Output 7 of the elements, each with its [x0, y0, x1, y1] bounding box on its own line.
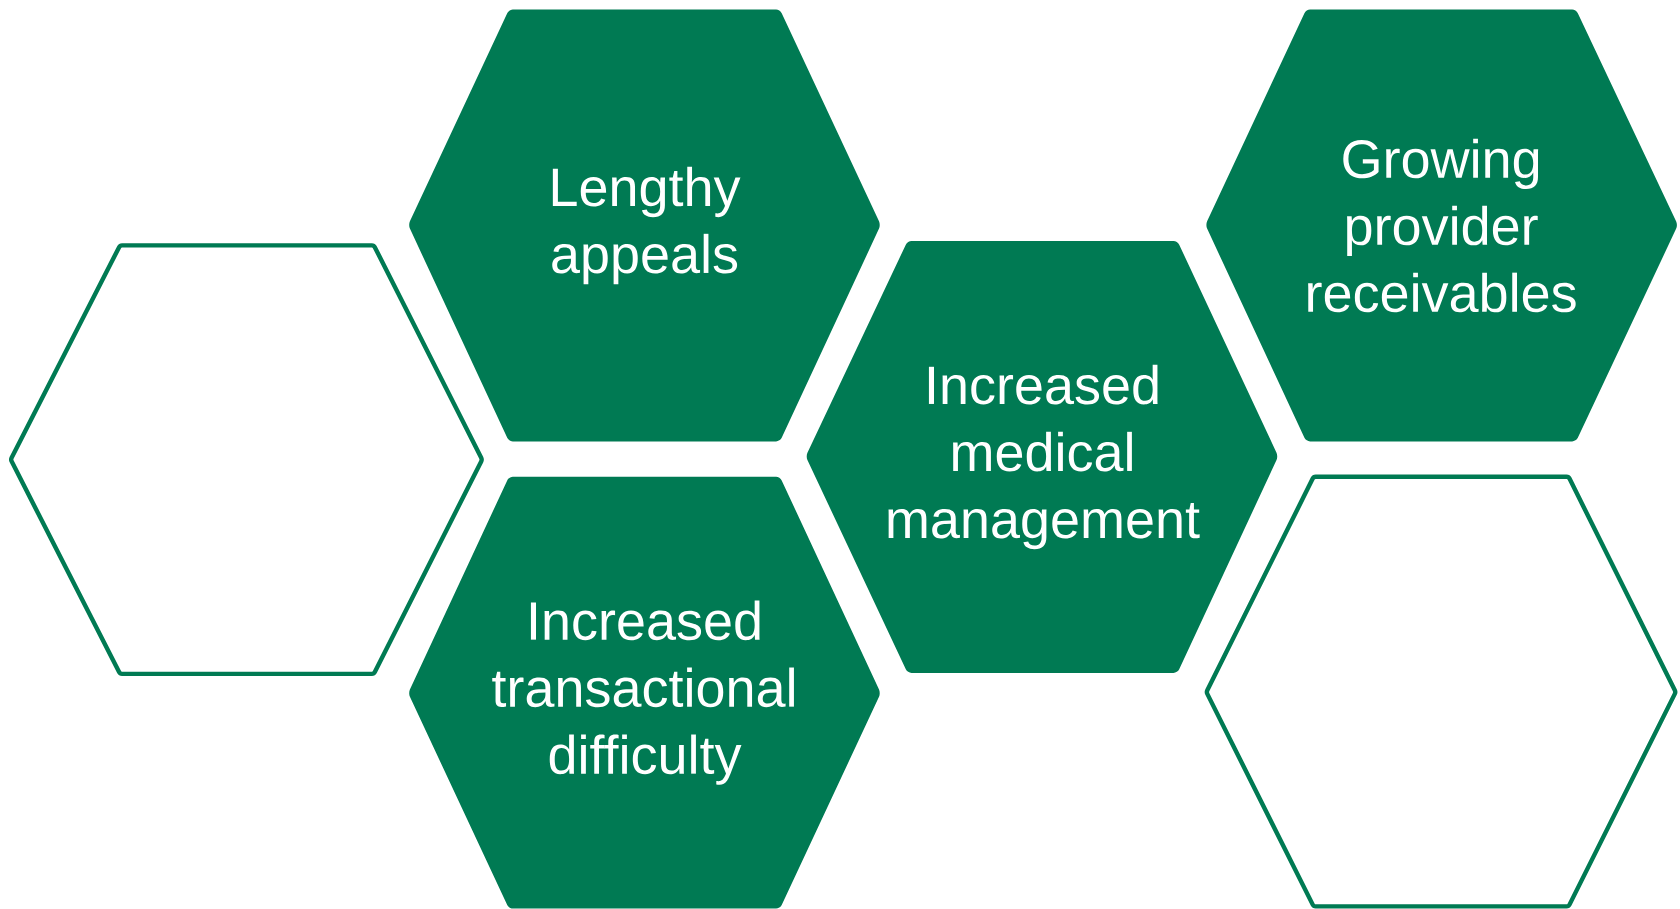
node-label: Increased medical management — [888, 364, 1200, 550]
hexagon: Growing provider receivables — [1206, 9, 1677, 442]
hexagon: Lengthy appeals — [409, 9, 880, 442]
hexagon: Increased medical management — [806, 241, 1278, 673]
hexagon-outline — [9, 243, 484, 677]
hexagon-outline — [1204, 474, 1678, 909]
hexagon: Increased transactional difficulty — [409, 476, 880, 909]
